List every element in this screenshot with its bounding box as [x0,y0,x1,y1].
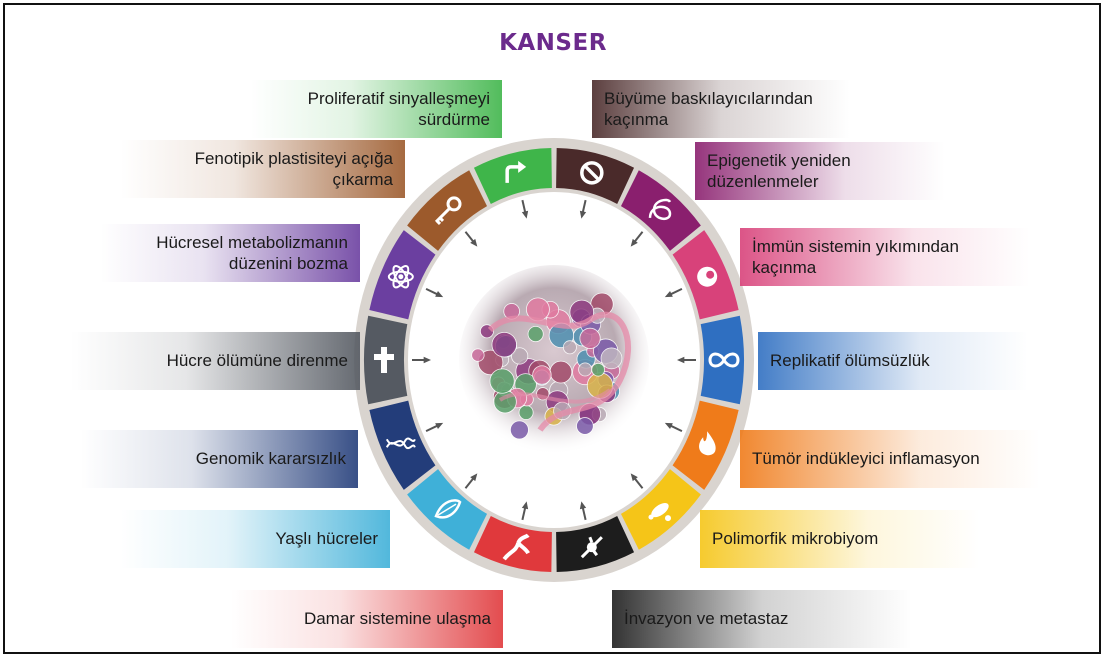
label-inflammation: Tümör indükleyici inflamasyon [740,430,1040,488]
immune-cell-icon [697,266,718,287]
label-line: Tümör indükleyici inflamasyon [752,449,980,469]
label-line: İnvazyon ve metastaz [624,609,789,629]
label-line: Yaşlı hücreler [275,529,378,549]
label-line: Damar sistemine ulaşma [303,609,491,629]
label-line: İmmün sistemin yıkımından [752,236,959,256]
label-microbiome: Polimorfik mikrobiyom [700,510,980,568]
infinity-icon [708,352,740,368]
label-line: Büyüme baskılayıcılarından [604,88,813,108]
label-invasion: İnvazyon ve metastaz [612,590,912,648]
label-senescent: Yaşlı hücreler [120,510,390,568]
label-line: Hücresel metabolizmanın [156,232,348,252]
label-cell-death: Hücre ölümüne direnme [70,332,360,390]
label-metabolism: Hücresel metabolizmanın düzenini bozma [100,224,360,282]
label-immune: İmmün sistemin yıkımından kaçınma [740,228,1030,286]
inward-arrow [521,501,529,521]
tumor-illustration [459,265,649,455]
label-line: Polimorfik mikrobiyom [712,529,879,549]
label-line: kaçınma [752,258,817,277]
dna-icon [385,437,416,450]
label-vascular: Damar sistemine ulaşma [230,590,503,648]
vessel-icon [502,533,530,561]
inward-arrow [425,422,444,433]
inward-arrow [579,199,587,219]
label-line: Fenotipik plastisiteyi açığa [194,148,393,168]
inward-arrow [425,287,444,298]
segment-vascular [473,515,552,572]
inward-arrow [412,356,431,364]
arrow-icon [505,160,527,183]
inward-arrow [630,473,644,489]
label-line: çıkarma [332,170,393,189]
inward-arrow [579,501,587,521]
inward-arrow [664,287,683,298]
label-line: sürdürme [418,110,490,129]
diagram-title: KANSER [499,30,607,56]
label-line: düzenini bozma [228,254,348,273]
label-genomic: Genomik kararsızlık [80,430,358,488]
inward-arrow [521,199,529,219]
inward-arrow [677,356,696,364]
label-growth-suppressors: Büyüme baskılayıcılarından kaçınma [592,80,850,138]
dna-coil-icon [648,198,672,221]
segment-proliferative [473,148,552,205]
atom-icon [387,265,414,289]
label-proliferative: Proliferatif sinyalleşmeyi sürdürme [250,80,502,138]
label-plasticity: Fenotipik plastisiteyi açığa çıkarma [120,140,405,198]
microbe-icon [648,503,671,522]
inward-arrow [464,473,478,489]
cross-icon [374,347,394,373]
label-line: Proliferatif sinyalleşmeyi [307,88,490,108]
label-line: kaçınma [604,110,669,129]
leaf-icon [434,499,462,519]
label-epigenetic: Epigenetik yeniden düzenlenmeler [695,142,945,200]
inward-arrow [464,231,478,247]
label-line: Hücre ölümüne direnme [166,351,348,371]
inward-arrow [664,422,683,433]
label-line: Epigenetik yeniden [707,150,851,170]
inward-arrow [630,231,644,247]
invasion-icon [580,536,603,559]
segment-epigenetic [620,170,701,251]
key-icon [434,196,462,225]
prohibited-icon [580,161,604,185]
label-line: düzenlenmeler [707,172,819,191]
flame-icon [699,431,716,456]
label-replicative: Replikatif ölümsüzlük [758,332,1028,390]
label-line: Genomik kararsızlık [195,449,346,469]
label-line: Replikatif ölümsüzlük [770,351,930,371]
